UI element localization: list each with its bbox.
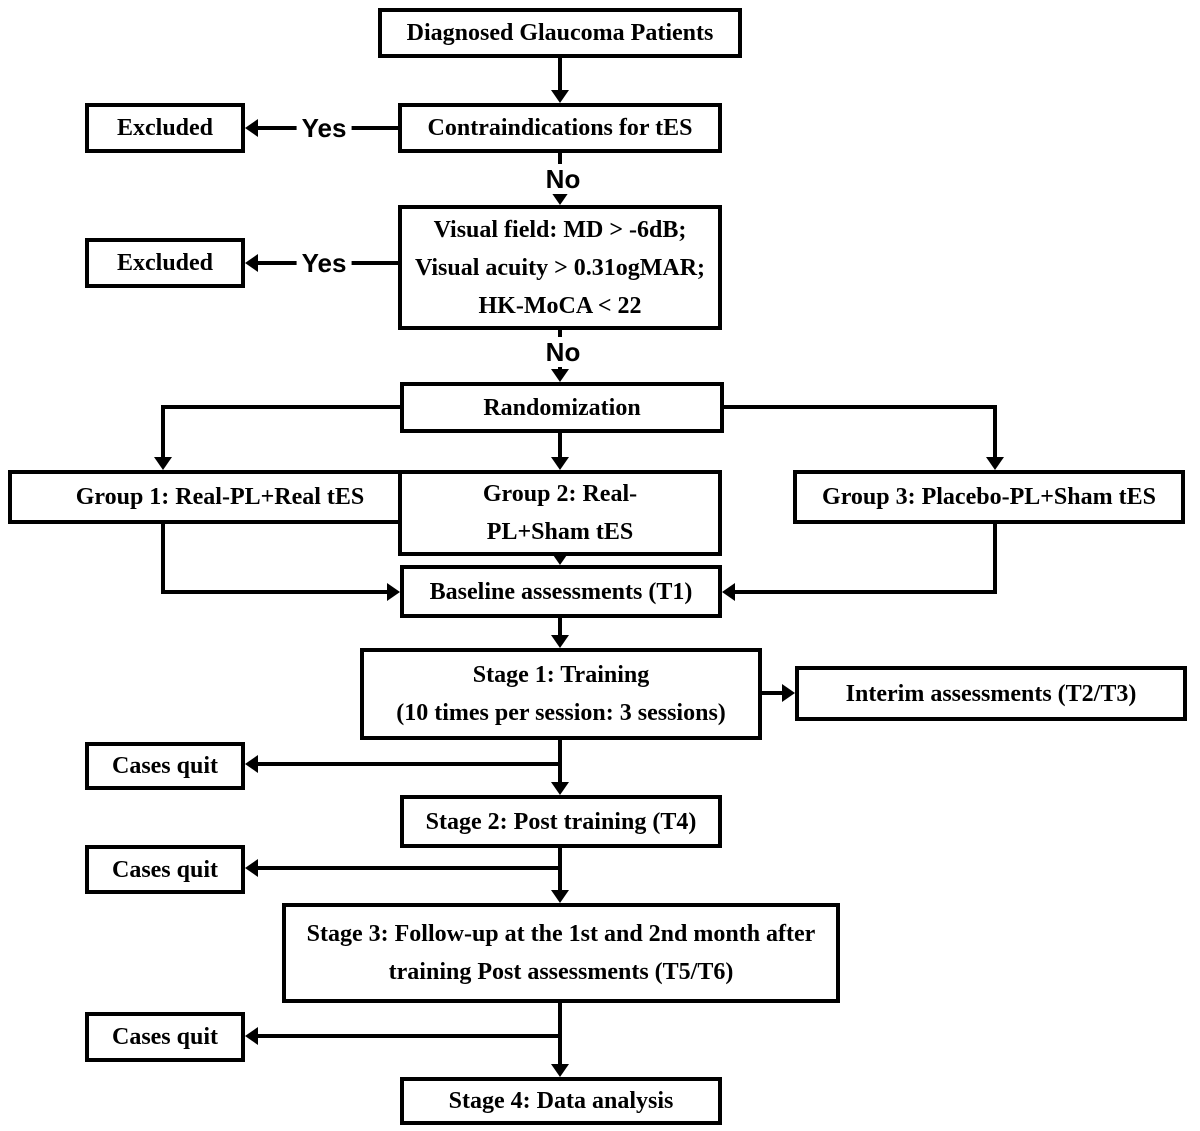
node-stage-4-data-analysis: Stage 4: Data analysis [400, 1077, 722, 1125]
node-label: Cases quit [111, 753, 219, 779]
node-eligibility-criteria: Visual field: MD > -6dB; Visual acuity >… [398, 205, 722, 330]
node-interim-assessments: Interim assessments (T2/T3) [795, 666, 1187, 721]
node-label-line: HK-MoCA < 22 [478, 292, 642, 319]
connector-group3-to-baseline [993, 524, 997, 594]
arrowhead-right-icon [387, 583, 400, 601]
node-label-line: Stage 3: Follow-up at the 1st and 2nd mo… [306, 921, 816, 947]
arrowhead-left-icon [245, 119, 258, 137]
node-label: Cases quit [111, 856, 219, 883]
arrowhead-down-icon [986, 457, 1004, 470]
connector-stage2-to-stage3 [558, 848, 562, 891]
arrowhead-down-icon [551, 90, 569, 103]
node-label: Excluded [116, 115, 214, 141]
connector-group1-to-baseline [161, 524, 165, 594]
connector-group3-to-baseline [735, 590, 997, 594]
connector-randomization-to-group2 [558, 433, 562, 459]
node-label: Interim assessments (T2/T3) [845, 680, 1137, 707]
arrowhead-left-icon [245, 1027, 258, 1045]
node-label: Group 2: Real-PL+Sham tES [482, 481, 638, 545]
node-label-line: Visual acuity > 0.31ogMAR; [414, 254, 706, 281]
node-stage-1-training: Stage 1: Training (10 times per session:… [360, 648, 762, 740]
arrowhead-down-icon [551, 890, 569, 903]
edge-label-no: No [540, 337, 586, 367]
connector-randomization-to-group1 [161, 405, 400, 409]
arrowhead-down-icon [154, 457, 172, 470]
node-group-1: Group 1: Real-PL+Real tES [8, 470, 432, 524]
node-excluded-1: Excluded [85, 103, 245, 153]
arrowhead-down-icon [551, 369, 569, 382]
arrowhead-left-icon [245, 755, 258, 773]
node-label: Contraindications for tES [427, 115, 693, 141]
connector-stage3-to-stage4 [558, 1003, 562, 1065]
connector-stage1-to-cases-quit-1 [258, 762, 560, 766]
connector-group1-to-baseline [161, 590, 388, 594]
edge-label-yes: Yes [296, 248, 352, 278]
connector-diagnosed-to-contra [558, 58, 562, 92]
node-label: Randomization [483, 394, 641, 421]
edge-label-yes: Yes [296, 113, 352, 143]
connector-randomization-to-group3 [724, 405, 997, 409]
node-label-line: Visual field: MD > -6dB; [433, 216, 687, 243]
node-stage-3-follow-up: Stage 3: Follow-up at the 1st and 2nd mo… [282, 903, 840, 1003]
node-contraindications: Contraindications for tES [398, 103, 722, 153]
connector-stage3-to-cases-quit-3 [258, 1034, 560, 1038]
node-label: Group 3: Placebo-PL+Sham tES [822, 484, 1156, 510]
node-cases-quit-3: Cases quit [85, 1012, 245, 1062]
node-label: Baseline assessments (T1) [429, 578, 693, 605]
node-label: Diagnosed Glaucoma Patients [406, 20, 714, 46]
node-label: Cases quit [111, 1024, 219, 1050]
connector-randomization-to-group3 [993, 405, 997, 459]
node-group-3: Group 3: Placebo-PL+Sham tES [793, 470, 1185, 524]
node-diagnosed-glaucoma-patients: Diagnosed Glaucoma Patients [378, 8, 742, 58]
connector-stage2-to-cases-quit-2 [258, 866, 560, 870]
arrowhead-down-icon [551, 1064, 569, 1077]
node-label-line: training Post assessments (T5/T6) [388, 959, 734, 985]
node-baseline-assessments: Baseline assessments (T1) [400, 565, 722, 618]
node-label-line: Stage 1: Training [472, 662, 650, 688]
arrowhead-down-icon [551, 782, 569, 795]
arrowhead-left-icon [245, 859, 258, 877]
node-label: Excluded [116, 250, 214, 276]
node-label: Stage 4: Data analysis [448, 1088, 674, 1114]
arrowhead-right-icon [782, 684, 795, 702]
node-cases-quit-2: Cases quit [85, 845, 245, 894]
arrowhead-down-icon [551, 635, 569, 648]
connector-baseline-to-stage1 [558, 618, 562, 636]
node-label: Stage 2: Post training (T4) [425, 808, 697, 835]
arrowhead-down-icon [551, 192, 569, 205]
node-label: Group 1: Real-PL+Real tES [75, 484, 365, 510]
node-stage-2-post-training: Stage 2: Post training (T4) [400, 795, 722, 848]
node-excluded-2: Excluded [85, 238, 245, 288]
node-cases-quit-1: Cases quit [85, 742, 245, 790]
connector-randomization-to-group1 [161, 405, 165, 459]
connector-stage1-to-interim [762, 691, 783, 695]
node-label-line: (10 times per session: 3 sessions) [396, 700, 726, 726]
node-randomization: Randomization [400, 382, 724, 433]
edge-label-no: No [540, 164, 586, 194]
arrowhead-left-icon [722, 583, 735, 601]
arrowhead-left-icon [245, 254, 258, 272]
node-group-2: Group 2: Real-PL+Sham tES [398, 470, 722, 556]
connector-stage1-to-stage2 [558, 740, 562, 783]
arrowhead-down-icon [551, 457, 569, 470]
